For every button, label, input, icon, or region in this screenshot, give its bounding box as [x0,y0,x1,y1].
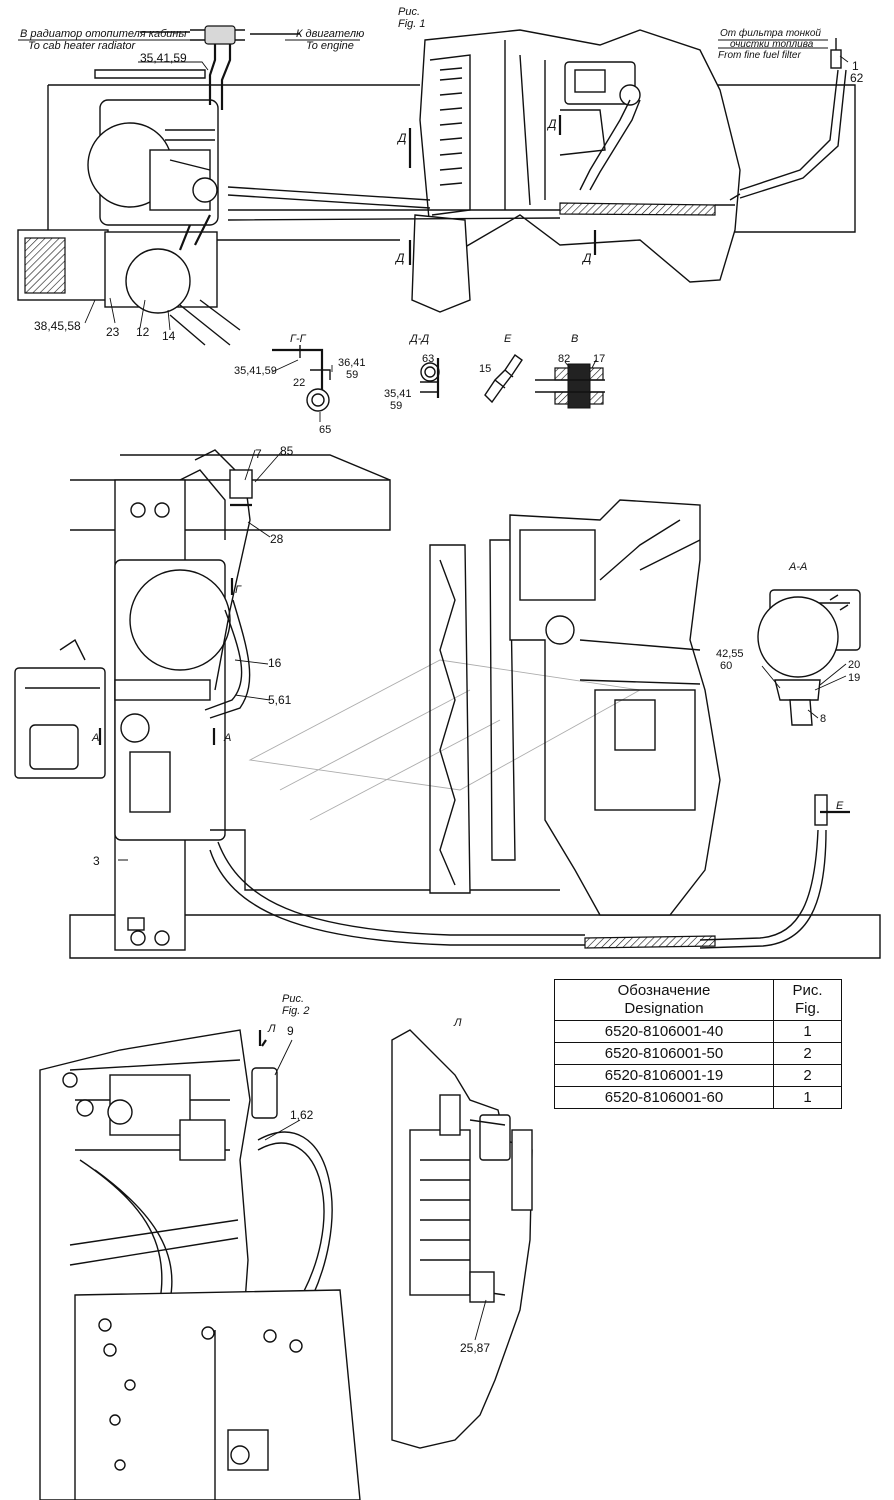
designation-cell: 6520-8106001-19 [554,1064,774,1087]
to-engine-ru: К двигателю [296,28,364,40]
figure-2-view [39,1029,361,1500]
callout-20: 20 [848,659,860,671]
callout-3: 3 [93,854,100,868]
table-header-row: Обозначение Designation Рис. Fig. [554,979,842,1021]
header-fig: Рис. Fig. [773,979,842,1021]
section-a-a [757,589,861,726]
view-l-title: Л [453,1017,462,1029]
header-designation: Обозначение Designation [554,979,774,1021]
callout-1-62: 1,62 [290,1108,314,1122]
callout-59-gg: 59 [346,369,358,381]
designation-cell: 6520-8106001-50 [554,1042,774,1065]
callout-28: 28 [270,532,284,546]
callout-62: 62 [850,71,864,85]
callout-35-41-dd: 35,41 [384,388,412,400]
callout-35-41-59-gg: 35,41,59 [234,365,277,377]
callout-63: 63 [422,353,434,365]
table-row: 6520-8106001-19 2 [554,1064,842,1087]
to-cab-heater-ru: В радиатор отопителя кабины [20,28,187,40]
fig1-title-en: Fig. 1 [398,18,426,30]
fig1-title-ru: Рис. [398,6,420,18]
view-l [391,1029,533,1449]
section-mark-g: Г [235,584,242,596]
fig-cell: 1 [773,1086,842,1109]
to-engine-en: To engine [306,40,354,52]
figure-1-view [17,25,856,346]
detail-d-d-title: Д-Д [408,333,429,345]
section-mark-d-3: Д [546,117,557,131]
header-fig-ru: Рис. [792,982,823,999]
callout-1: 1 [852,59,859,73]
section-mark-d-2: Д [394,251,405,265]
fig2-view-l-mark: Л [267,1023,276,1035]
callout-42-55: 42,55 [716,648,744,660]
header-fig-en: Fig. [794,1000,820,1017]
callout-82: 82 [558,353,570,365]
callout-17: 17 [593,353,605,365]
callout-25-87: 25,87 [460,1341,490,1355]
from-filter-en: From fine fuel filter [718,50,801,61]
detail-d-d [420,358,440,398]
detail-g-g [271,345,333,422]
detail-e [484,354,523,404]
designation-cell: 6520-8106001-60 [554,1086,774,1109]
callout-59-dd: 59 [390,400,402,412]
fig2-title-en: Fig. 2 [282,1005,310,1017]
table-row: 6520-8106001-40 1 [554,1020,842,1043]
detail-v-title: В [571,333,578,345]
detail-e-title: Е [504,333,512,345]
section-mark-a-1: A [91,732,99,744]
detail-g-g-title: Г-Г [290,333,307,345]
callout-60: 60 [720,660,732,672]
section-mark-d-4: Д [581,251,592,265]
table-row: 6520-8106001-50 2 [554,1042,842,1065]
from-filter-ru-2: очистки топлива [730,39,814,50]
section-a-a-title: A-A [788,561,807,573]
callout-35-41-59: 35,41,59 [140,51,187,65]
detail-v [535,359,605,409]
callout-65: 65 [319,424,331,436]
callout-7: 7 [255,447,262,461]
table-row: 6520-8106001-60 1 [554,1086,842,1109]
header-designation-ru: Обозначение [617,982,711,999]
callout-19: 19 [848,672,860,684]
callout-9: 9 [287,1024,294,1038]
header-designation-en: Designation [624,1000,704,1017]
section-mark-d-1: Д [396,131,407,145]
callout-5-61: 5,61 [268,693,292,707]
designation-cell: 6520-8106001-40 [554,1020,774,1043]
callout-15: 15 [479,363,491,375]
designation-table: Обозначение Designation Рис. Fig. 6520-8… [554,979,842,1109]
section-mark-e: E [836,800,844,812]
callout-22: 22 [293,377,305,389]
fig-cell: 2 [773,1064,842,1087]
callout-85: 85 [280,444,294,458]
fig-cell: 1 [773,1020,842,1043]
callout-23: 23 [106,325,120,339]
callout-12: 12 [136,325,150,339]
fig2-title-ru: Рис. [282,993,304,1005]
main-side-view [14,449,881,959]
fig-cell: 2 [773,1042,842,1065]
callout-36-41: 36,41 [338,357,366,369]
callout-14: 14 [162,329,176,343]
from-filter-ru-1: От фильтра тонкой [720,27,821,39]
callout-16: 16 [268,656,282,670]
to-cab-heater-en: To cab heater radiator [28,40,137,52]
callout-38-45-58: 38,45,58 [34,319,81,333]
callout-8: 8 [820,713,826,725]
section-mark-a-2: A [223,732,231,744]
